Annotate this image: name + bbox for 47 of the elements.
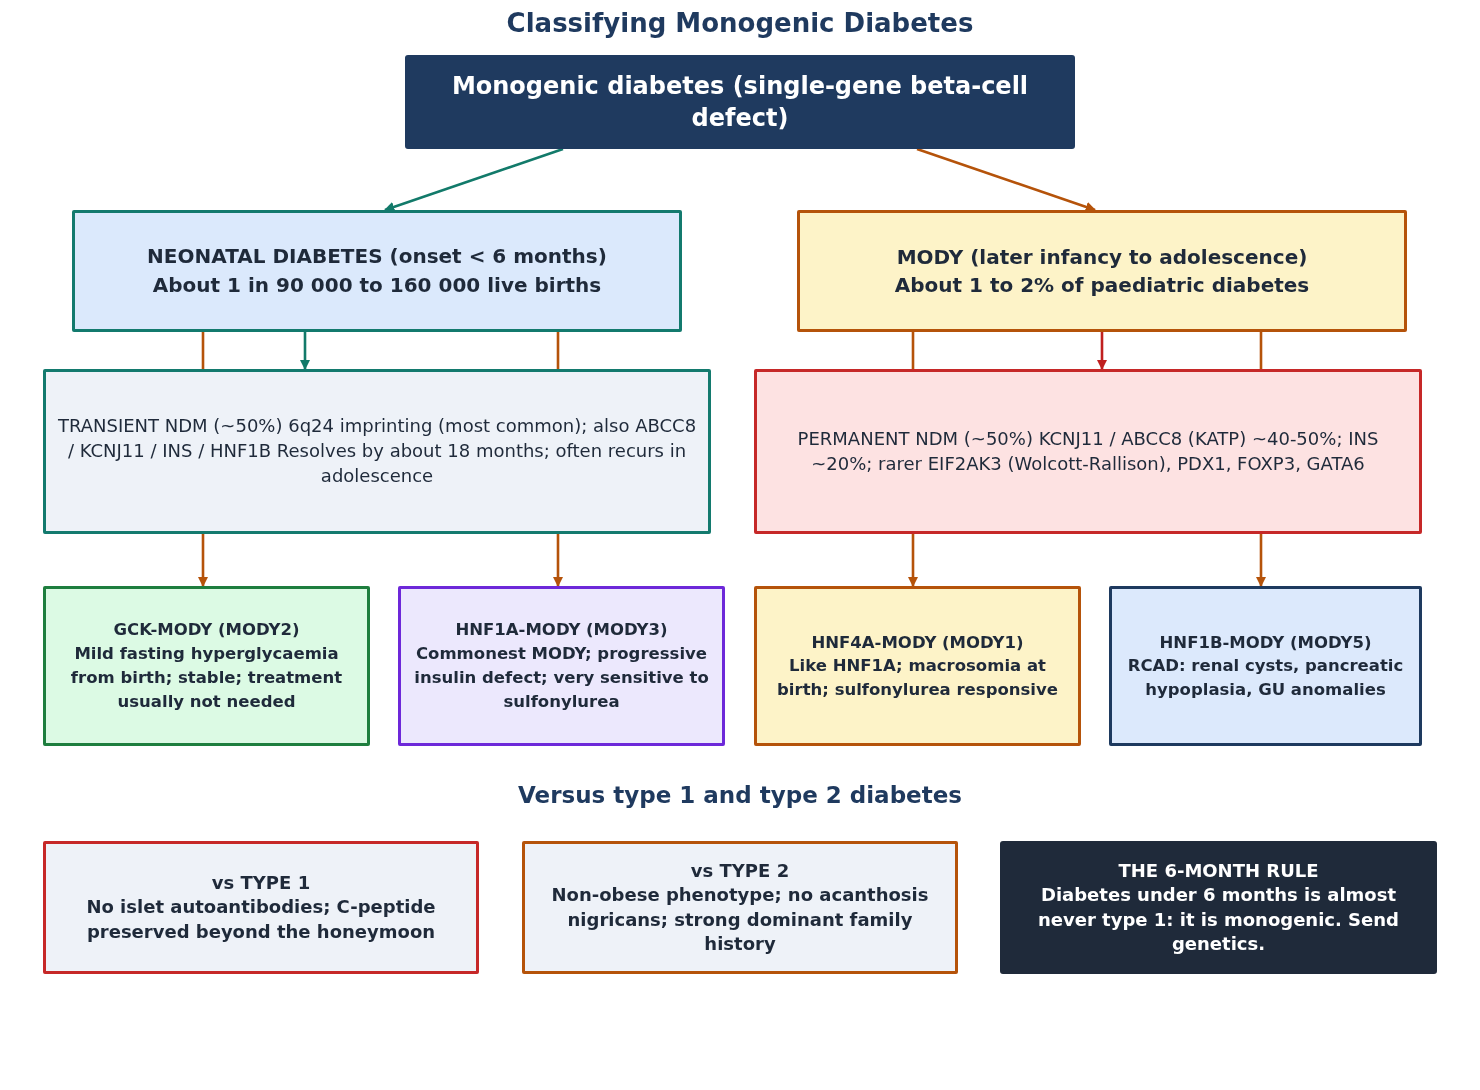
box-text: No islet autoantibodies; C-peptide preserved beyond the honeymoon [85,895,437,944]
subtype-box [43,369,711,534]
arrow [299,332,311,371]
box-text: PERMANENT NDM (~50%) KCNJ11 / ABCC8 (KATP) ~40-50%; INS ~20%; rarer EIF2AK3 (Wolcott-Rallison), PDX1, FOXP3, GATA6 [796,426,1380,476]
box-heading: THE 6-MONTH RULE [1118,858,1319,883]
comparison-box [1000,841,1437,974]
mody-type-box [398,586,725,746]
arrow [197,534,209,588]
comparison-box [43,841,479,974]
box-text: Commonest MODY; progressive insulin defect; very sensitive to sulfonylurea [413,643,710,713]
root-box [405,55,1075,149]
box-text: About 1 to 2% of paediatric diabetes [894,272,1310,299]
section-heading: Versus type 1 and type 2 diabetes [517,782,963,808]
box-heading: GCK-MODY (MODY2) [113,619,300,642]
box-text: Like HNF1A; macrosomia at birth; sulfonylurea responsive [776,655,1059,701]
arrow [907,534,919,588]
mody-type-box [43,586,370,746]
category-box [72,210,682,332]
box-text: Diabetes under 6 months is almost never type 1: it is monogenic. Send genetics. [1037,883,1400,956]
box-text: Non-obese phenotype; no acanthosis nigricans; strong dominant family history [550,883,930,956]
box-text: Mild fasting hyperglycaemia from birth; stable; treatment usually not needed [69,643,344,713]
arrow [1255,534,1267,588]
arrow [384,147,564,212]
box-heading: vs TYPE 1 [211,871,311,896]
connector-line [1259,332,1263,369]
box-text: TRANSIENT NDM (~50%) 6q24 imprinting (most common); also ABCC8 / KCNJ11 / INS / HNF1B Resolves by about 18 months; often recurs in adolescence [56,414,698,488]
arrow [916,147,1096,212]
box-heading: NEONATAL DIABETES (onset < 6 months) [147,243,607,270]
box-heading: HNF1B-MODY (MODY5) [1159,631,1372,654]
subtype-box [754,369,1422,534]
box-text: RCAD: renal cysts, pancreatic hypoplasia, GU anomalies [1126,655,1405,701]
mody-type-box [1109,586,1422,746]
connector-line [556,332,560,369]
category-box [797,210,1407,332]
box-heading: vs TYPE 2 [690,858,790,883]
box-heading: MODY (later infancy to adolescence) [896,244,1308,271]
box-text: About 1 in 90 000 to 160 000 live births [152,272,602,299]
connector-line [911,332,915,369]
arrow [1096,332,1108,371]
box-text: Monogenic diabetes (single-gene beta-cell defect) [450,70,1030,134]
diagram-title: Classifying Monogenic Diabetes [505,8,975,38]
box-heading: HNF1A-MODY (MODY3) [455,619,668,642]
box-heading: HNF4A-MODY (MODY1) [811,631,1024,654]
arrow [552,534,564,588]
mody-type-box [754,586,1081,746]
comparison-box [522,841,958,974]
connector-line [201,332,205,369]
